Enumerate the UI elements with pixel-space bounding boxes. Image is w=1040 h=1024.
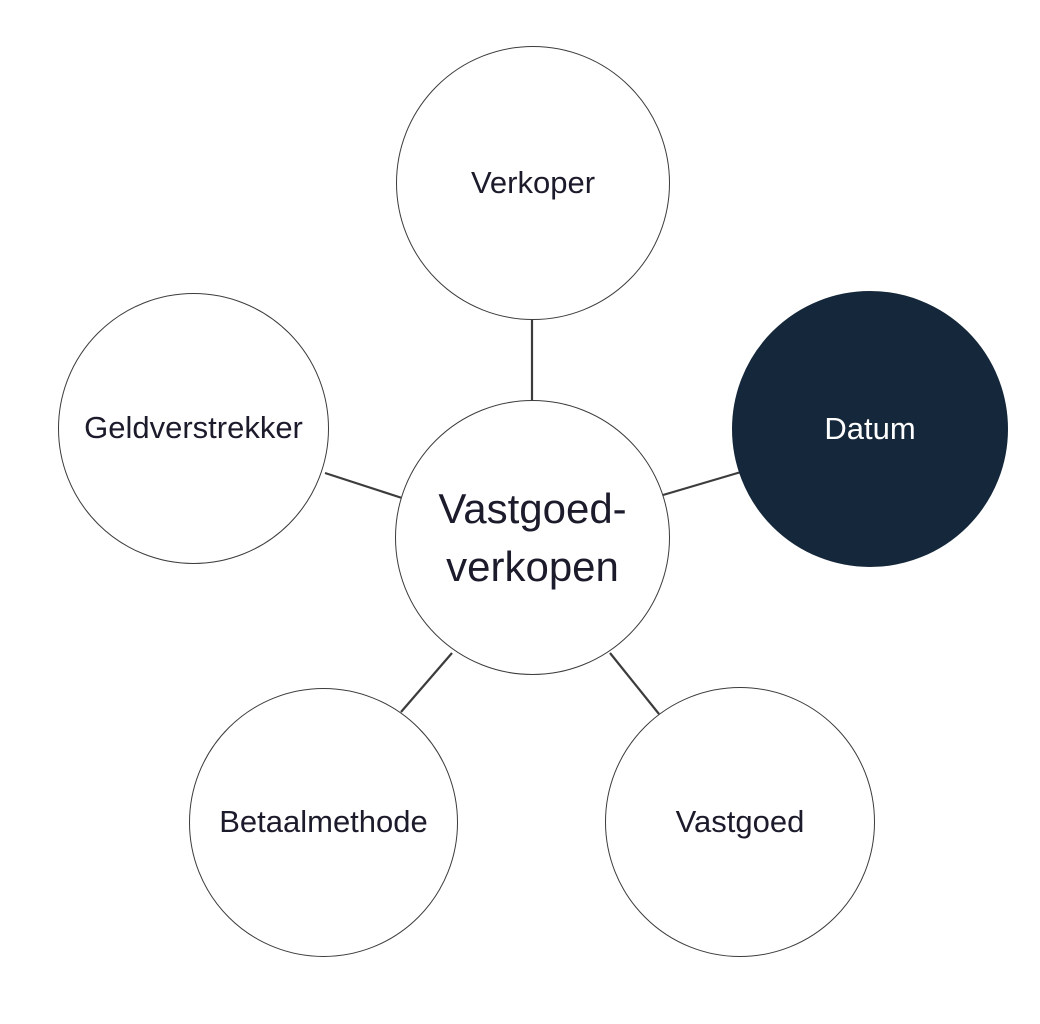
connector-center-geldverstrekker: [324, 471, 403, 500]
node-vastgoed-label: Vastgoed: [675, 803, 805, 839]
node-center-label: Vastgoed-verkopen: [438, 480, 626, 596]
node-betaalmethode-label: Betaalmethode: [219, 804, 428, 840]
node-verkoper[interactable]: Verkoper: [396, 46, 670, 320]
node-verkoper-label: Verkoper: [470, 164, 596, 200]
node-geldverstrekker-label: Geldverstrekker: [84, 410, 303, 446]
connector-center-datum: [662, 470, 742, 497]
connector-center-betaalmethode: [400, 652, 453, 713]
connector-center-vastgoed: [609, 652, 660, 715]
node-center[interactable]: Vastgoed-verkopen: [395, 400, 670, 675]
node-datum-label: Datum: [824, 410, 916, 446]
node-datum[interactable]: Datum: [732, 291, 1008, 567]
node-betaalmethode[interactable]: Betaalmethode: [189, 688, 458, 957]
node-center-label-line-1: Vastgoed-: [438, 484, 627, 532]
node-vastgoed[interactable]: Vastgoed: [605, 687, 875, 957]
node-geldverstrekker[interactable]: Geldverstrekker: [58, 293, 329, 564]
node-center-label-line-2: verkopen: [446, 542, 619, 590]
